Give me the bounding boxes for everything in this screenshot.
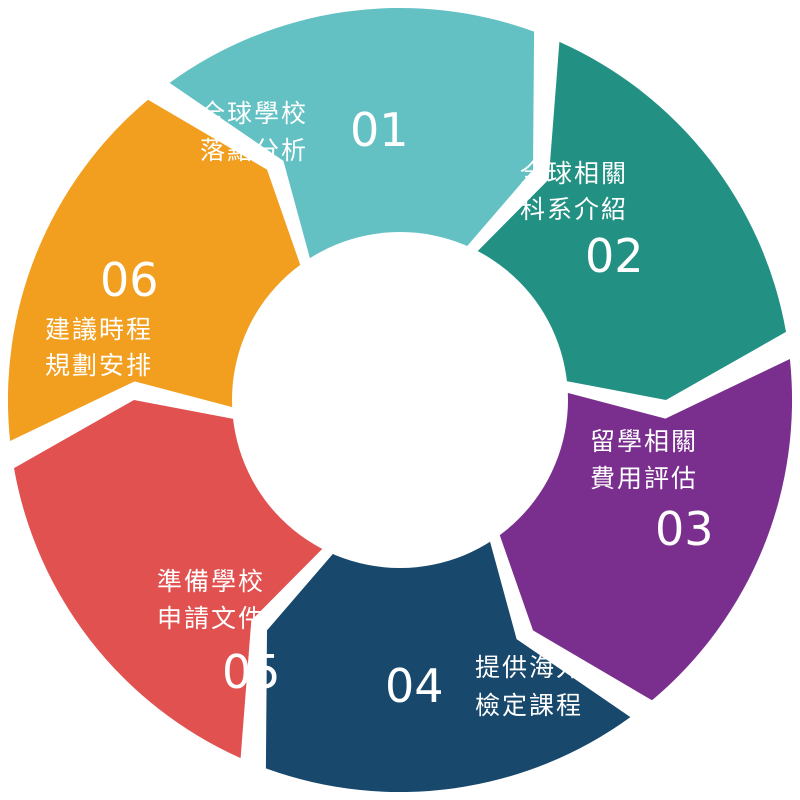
segment-03-number: 03 (655, 502, 714, 556)
segment-04: 04 提供海外 檢定課程 (385, 653, 583, 720)
segment-04-label-line1: 提供海外 (475, 653, 583, 682)
center-hole (232, 232, 568, 568)
segment-02-number: 02 (585, 229, 644, 283)
segment-02-label-line2: 科系介紹 (520, 195, 628, 224)
segment-04-label-line2: 檢定課程 (475, 691, 583, 720)
segment-04-arrow (265, 513, 631, 793)
segment-01: 全球學校 落點分析 01 (200, 99, 409, 165)
segment-04-number: 04 (385, 659, 444, 713)
segment-01-label-line2: 落點分析 (200, 136, 308, 165)
segment-06-label-line2: 規劃安排 (45, 351, 153, 380)
segment-02: 全球相關 科系介紹 02 (520, 159, 644, 283)
segment-03-label-line2: 費用評估 (590, 464, 698, 493)
segment-03: 留學相關 費用評估 03 (590, 427, 714, 556)
segment-03-label-line1: 留學相關 (590, 427, 698, 456)
segment-05-label-line1: 準備學校 (157, 567, 265, 596)
segment-02-label-line1: 全球相關 (520, 159, 628, 188)
segment-06-arrow (7, 99, 310, 441)
segment-01-label-line1: 全球學校 (200, 99, 308, 128)
segment-06: 06 建議時程 規劃安排 (45, 253, 159, 380)
segment-05-number: 05 (222, 645, 281, 699)
segment-01-arrow (169, 7, 535, 287)
segment-05: 準備學校 申請文件 05 (157, 567, 281, 699)
segment-01-number: 01 (350, 103, 409, 157)
segment-05-label-line2: 申請文件 (157, 604, 265, 633)
segment-06-number: 06 (100, 253, 159, 307)
segment-06-label-line1: 建議時程 (45, 315, 153, 344)
segment-03-arrow (490, 359, 793, 701)
